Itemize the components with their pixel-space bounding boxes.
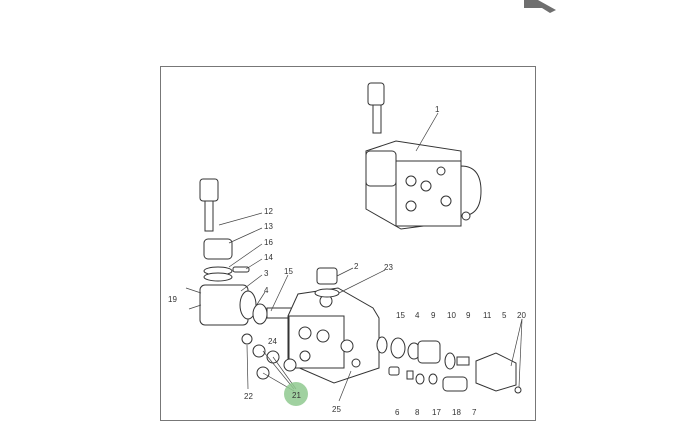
label-12[interactable]: 12 [264, 207, 273, 216]
label-11[interactable]: 11 [483, 311, 492, 320]
parts-diagram-frame: 1 12 13 16 14 3 15 2 23 19 4 24 22 21 25… [160, 66, 536, 421]
label-7[interactable]: 7 [472, 408, 477, 417]
label-2[interactable]: 2 [354, 262, 359, 271]
label-6[interactable]: 6 [395, 408, 400, 417]
label-13[interactable]: 13 [264, 222, 273, 231]
label-4[interactable]: 4 [264, 286, 269, 295]
label-9[interactable]: 9 [431, 311, 436, 320]
label-19[interactable]: 19 [168, 295, 177, 304]
label-23[interactable]: 23 [384, 263, 393, 272]
label-21[interactable]: 21 [292, 391, 301, 400]
label-1[interactable]: 1 [435, 105, 440, 114]
label-16[interactable]: 16 [264, 238, 273, 247]
label-10[interactable]: 10 [447, 311, 456, 320]
label-17[interactable]: 17 [432, 408, 441, 417]
parts-diagram: 1 12 13 16 14 3 15 2 23 19 4 24 22 21 25… [168, 82, 526, 417]
label-18[interactable]: 18 [452, 408, 461, 417]
label-8[interactable]: 8 [415, 408, 420, 417]
part-labels: 1 12 13 16 14 3 15 2 23 19 4 24 22 21 25… [168, 105, 526, 417]
label-14[interactable]: 14 [264, 253, 273, 262]
label-9-second[interactable]: 9 [466, 311, 471, 320]
label-25[interactable]: 25 [332, 405, 341, 414]
label-5[interactable]: 5 [502, 311, 507, 320]
label-20[interactable]: 20 [517, 311, 526, 320]
label-15[interactable]: 15 [284, 267, 293, 276]
cursor-arrow-icon [524, 0, 556, 13]
label-4-right[interactable]: 4 [415, 311, 420, 320]
lever-assembly [185, 178, 298, 326]
label-24[interactable]: 24 [268, 337, 277, 346]
assembled-valve [365, 82, 482, 230]
label-3[interactable]: 3 [264, 269, 269, 278]
right-parts [376, 336, 522, 394]
label-22[interactable]: 22 [244, 392, 253, 401]
leader-lines [218, 212, 523, 402]
label-15-right[interactable]: 15 [396, 311, 405, 320]
highlight-marker[interactable] [284, 382, 308, 406]
valve-body [287, 267, 380, 384]
